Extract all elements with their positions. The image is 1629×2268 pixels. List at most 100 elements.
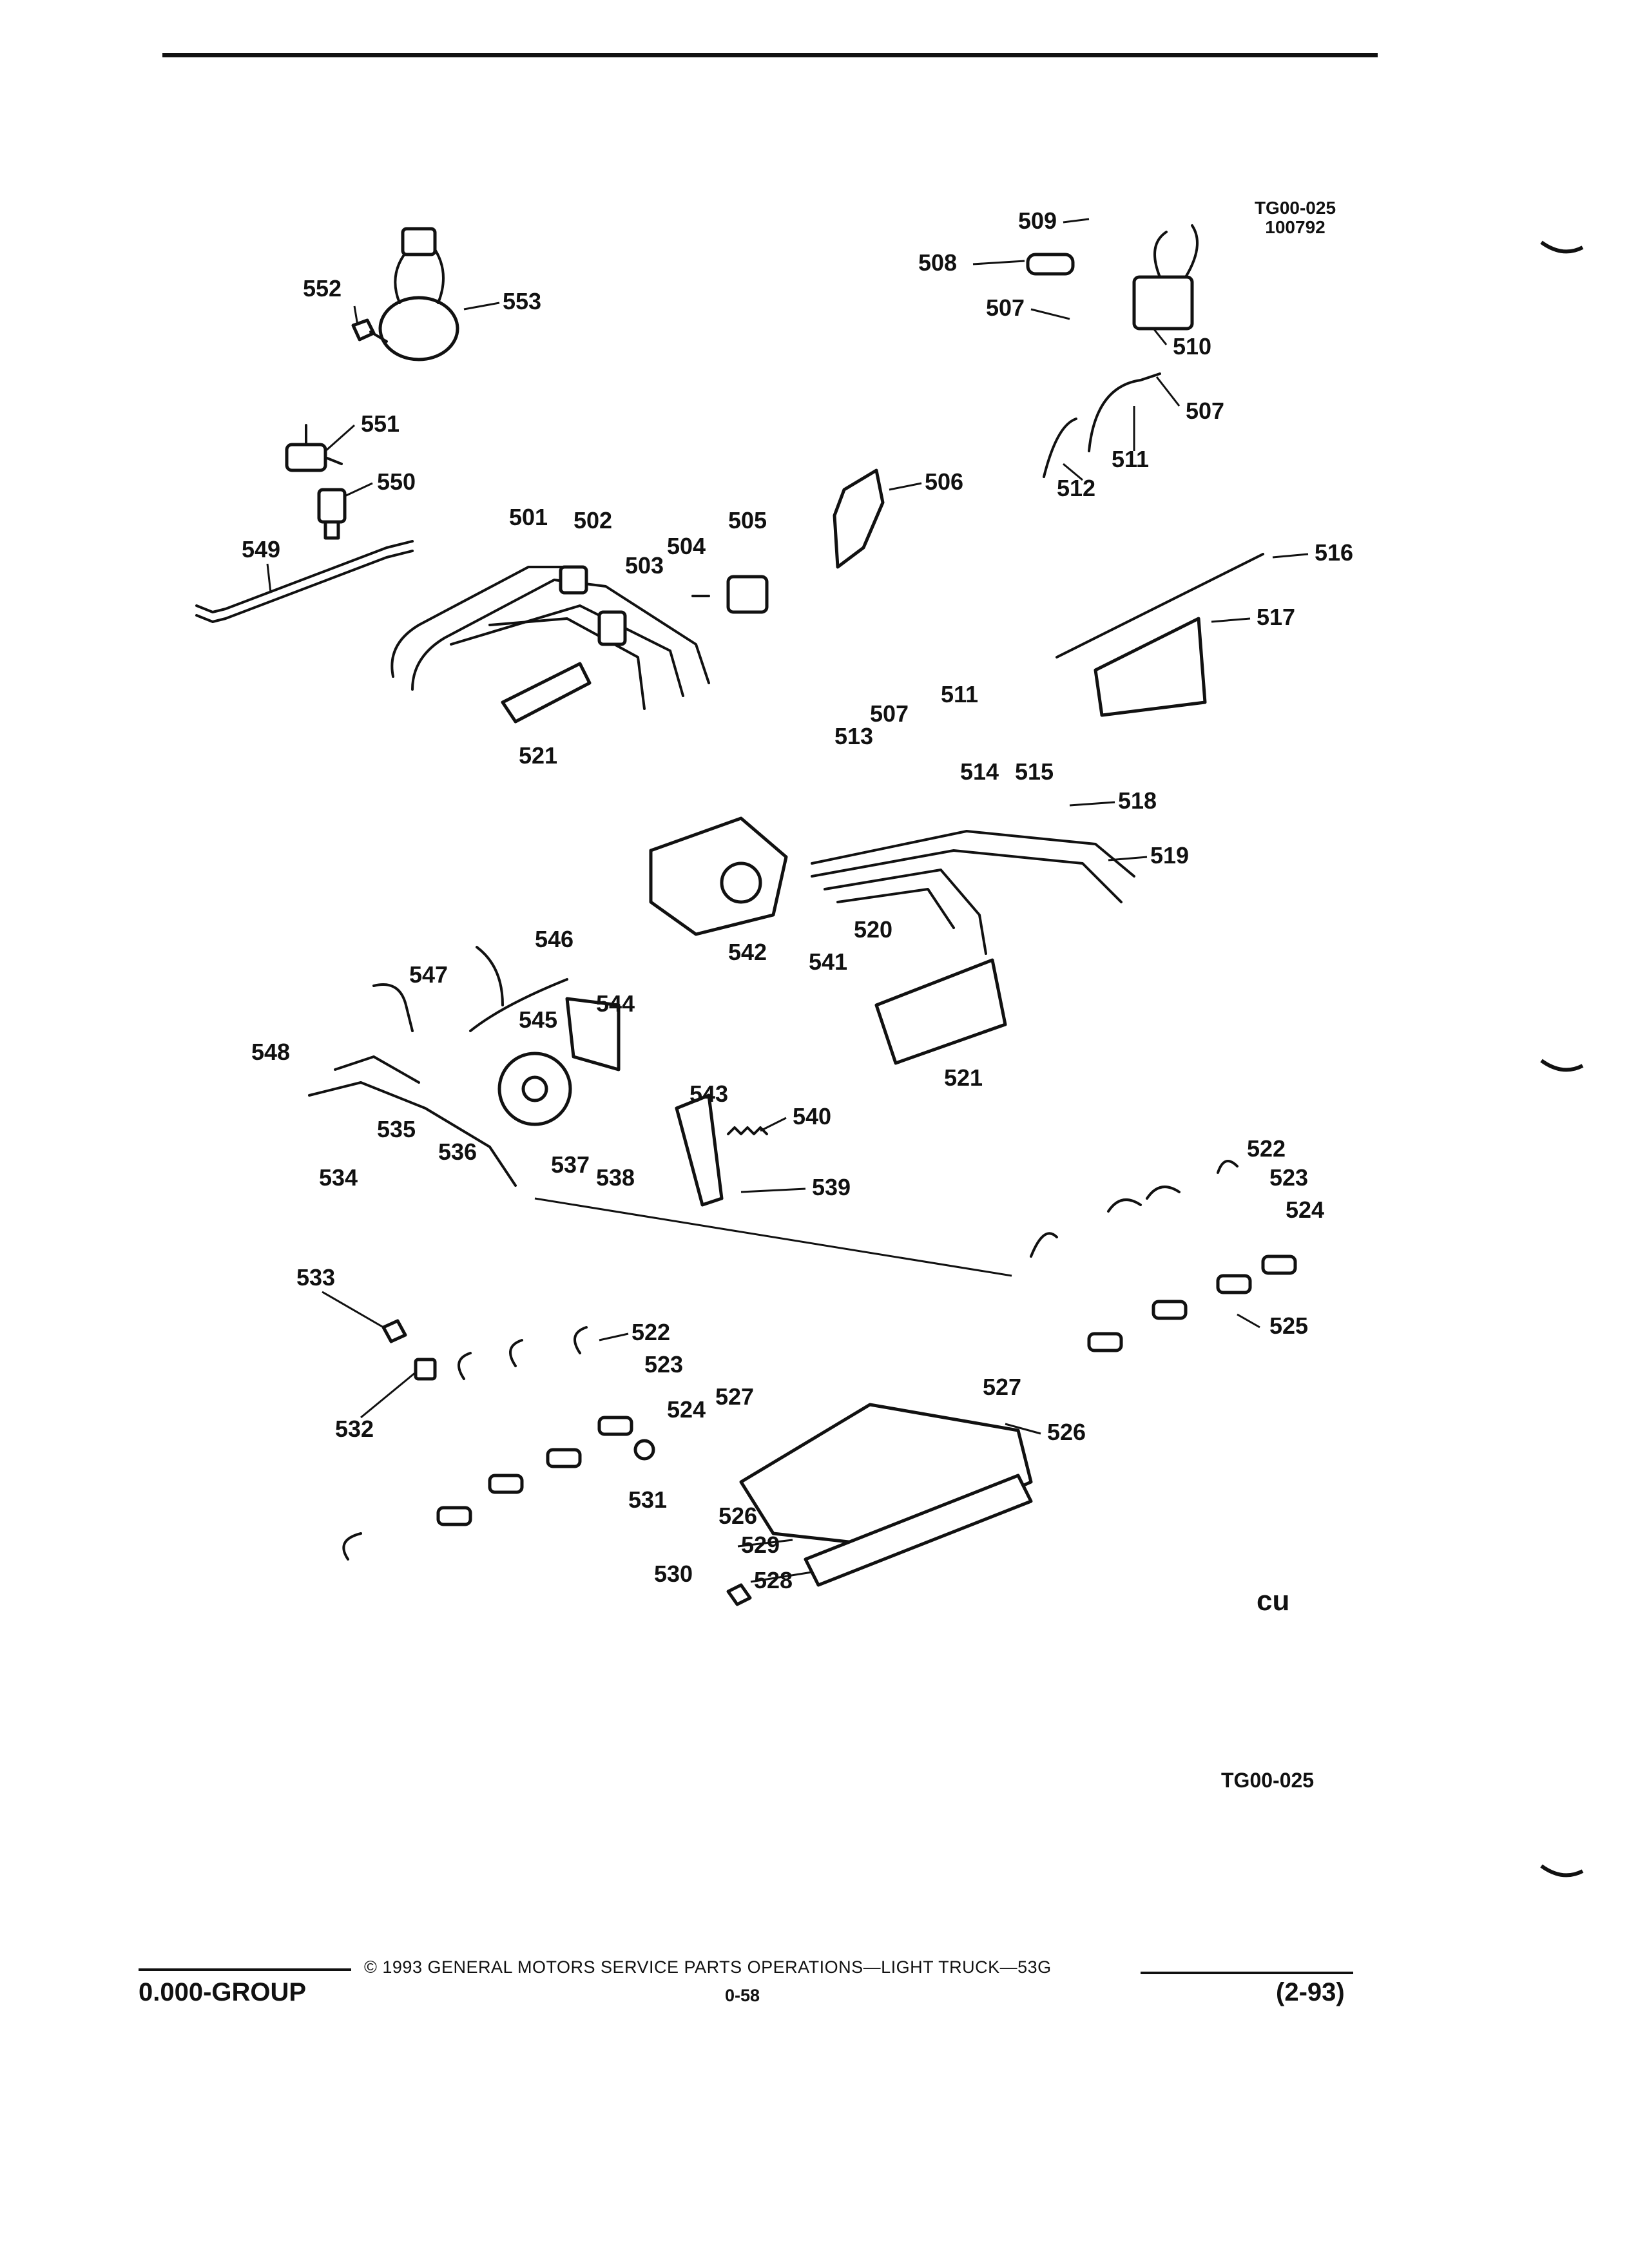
part-516-517-cable bbox=[1055, 553, 1264, 717]
callout-517: 517 bbox=[1257, 604, 1295, 630]
callout-524-b: 524 bbox=[667, 1396, 706, 1423]
callout-501: 501 bbox=[509, 504, 548, 530]
part-522-525-left-injectors bbox=[342, 1326, 633, 1561]
callout-504: 504 bbox=[667, 533, 706, 559]
callout-509: 509 bbox=[1018, 207, 1057, 234]
callout-544: 544 bbox=[596, 990, 635, 1017]
callout-542: 542 bbox=[728, 939, 767, 965]
callout-541: 541 bbox=[809, 948, 847, 975]
callout-527-b: 527 bbox=[983, 1374, 1021, 1400]
callout-513: 513 bbox=[834, 723, 873, 749]
part-545-gear bbox=[497, 1052, 572, 1126]
part-522-525-right-injectors bbox=[1030, 1160, 1297, 1352]
footer-copyright: © 1993 GENERAL MOTORS SERVICE PARTS OPER… bbox=[364, 1957, 1052, 1977]
callout-546: 546 bbox=[535, 926, 574, 952]
callout-519: 519 bbox=[1150, 842, 1189, 869]
figure-code: TG00-025 bbox=[1254, 198, 1336, 218]
part-553-sensor-assembly bbox=[378, 227, 459, 361]
callout-507-a: 507 bbox=[986, 294, 1025, 321]
callout-538: 538 bbox=[596, 1164, 635, 1191]
callout-532: 532 bbox=[335, 1416, 374, 1442]
figure-code-header: TG00-025 100792 bbox=[1224, 198, 1366, 237]
callout-530: 530 bbox=[654, 1561, 693, 1587]
callout-508: 508 bbox=[918, 249, 957, 276]
callout-520: 520 bbox=[854, 916, 892, 943]
callout-548: 548 bbox=[251, 1039, 290, 1065]
callout-502: 502 bbox=[574, 507, 612, 533]
figure-date: 100792 bbox=[1265, 217, 1325, 237]
part-521a-bracket bbox=[501, 662, 592, 724]
callout-552: 552 bbox=[303, 275, 342, 302]
callout-514: 514 bbox=[960, 758, 999, 785]
callout-535: 535 bbox=[377, 1116, 416, 1142]
callout-506: 506 bbox=[925, 468, 963, 495]
part-550-sensor bbox=[317, 488, 347, 540]
callout-527-a: 527 bbox=[715, 1383, 754, 1410]
callout-518: 518 bbox=[1118, 787, 1157, 814]
margin-mark-3 bbox=[1540, 1864, 1584, 1878]
callout-511-a: 511 bbox=[1112, 446, 1149, 472]
callout-522-b: 522 bbox=[631, 1319, 670, 1345]
footer-rule-left bbox=[139, 1968, 351, 1971]
callout-522-a: 522 bbox=[1247, 1135, 1286, 1162]
part-519-fuel-lines bbox=[811, 830, 1135, 955]
callout-543: 543 bbox=[689, 1081, 728, 1107]
callout-533: 533 bbox=[296, 1264, 335, 1291]
callout-516: 516 bbox=[1315, 539, 1353, 566]
callout-525: 525 bbox=[1269, 1312, 1308, 1339]
part-547-hoses bbox=[372, 946, 568, 1032]
leader-lines bbox=[266, 218, 1309, 1583]
part-549-pipe bbox=[195, 540, 414, 623]
callout-523-b: 523 bbox=[644, 1351, 683, 1378]
callout-511-b: 511 bbox=[941, 681, 978, 707]
part-506-bracket bbox=[833, 468, 885, 569]
callout-523-a: 523 bbox=[1269, 1164, 1308, 1191]
callout-531: 531 bbox=[628, 1486, 667, 1513]
part-508-511-512-hoses bbox=[1026, 253, 1161, 478]
callout-526-b: 526 bbox=[718, 1503, 757, 1529]
callout-labels: 501 502 503 504 505 506 507 507 507 508 … bbox=[242, 207, 1353, 1593]
part-521b-bracket bbox=[874, 958, 1007, 1065]
margin-mark-1 bbox=[1540, 240, 1584, 254]
callout-545: 545 bbox=[519, 1006, 557, 1033]
part-504-505 bbox=[691, 575, 769, 614]
footer-page: 0-58 bbox=[725, 1986, 760, 2005]
callout-512: 512 bbox=[1057, 475, 1095, 501]
callout-551: 551 bbox=[361, 410, 400, 437]
margin-mark-2 bbox=[1540, 1059, 1584, 1072]
part-528-529-intake-manifold bbox=[739, 1403, 1033, 1587]
callout-507-b: 507 bbox=[1186, 398, 1224, 424]
callout-540: 540 bbox=[793, 1103, 831, 1129]
callout-539: 539 bbox=[812, 1174, 851, 1200]
callout-521-b: 521 bbox=[944, 1064, 983, 1091]
cu-mark: cu bbox=[1257, 1585, 1290, 1617]
callout-515: 515 bbox=[1015, 758, 1054, 785]
part-long-return-line bbox=[534, 1197, 1012, 1277]
top-rule bbox=[162, 53, 1378, 57]
figure-code-bottom: TG00-025 bbox=[1221, 1769, 1315, 1792]
part-530-531-532-533 bbox=[381, 1319, 752, 1606]
footer-rule-right bbox=[1141, 1972, 1353, 1974]
callout-505: 505 bbox=[728, 507, 767, 533]
callout-534: 534 bbox=[319, 1164, 358, 1191]
callout-510: 510 bbox=[1173, 333, 1211, 360]
callout-536: 536 bbox=[438, 1139, 477, 1165]
callout-547: 547 bbox=[409, 961, 448, 988]
callout-549: 549 bbox=[242, 536, 280, 562]
callout-550: 550 bbox=[377, 468, 416, 495]
callout-526-a: 526 bbox=[1047, 1419, 1086, 1445]
callout-537: 537 bbox=[551, 1151, 590, 1178]
part-544-gasket bbox=[565, 997, 621, 1072]
callout-524-a: 524 bbox=[1286, 1196, 1324, 1223]
part-501-503-fuel-lines bbox=[390, 565, 710, 710]
part-540-spring bbox=[727, 1126, 768, 1135]
callout-553: 553 bbox=[503, 288, 541, 314]
callout-503: 503 bbox=[625, 552, 664, 579]
callout-521-a: 521 bbox=[519, 742, 557, 769]
footer-group: 0.000-GROUP bbox=[139, 1978, 307, 2006]
footer-date: (2-93) bbox=[1276, 1978, 1345, 2006]
part-551-valve bbox=[285, 424, 343, 472]
part-542-injection-pump bbox=[649, 816, 788, 936]
part-534-536-lines bbox=[308, 1055, 517, 1187]
